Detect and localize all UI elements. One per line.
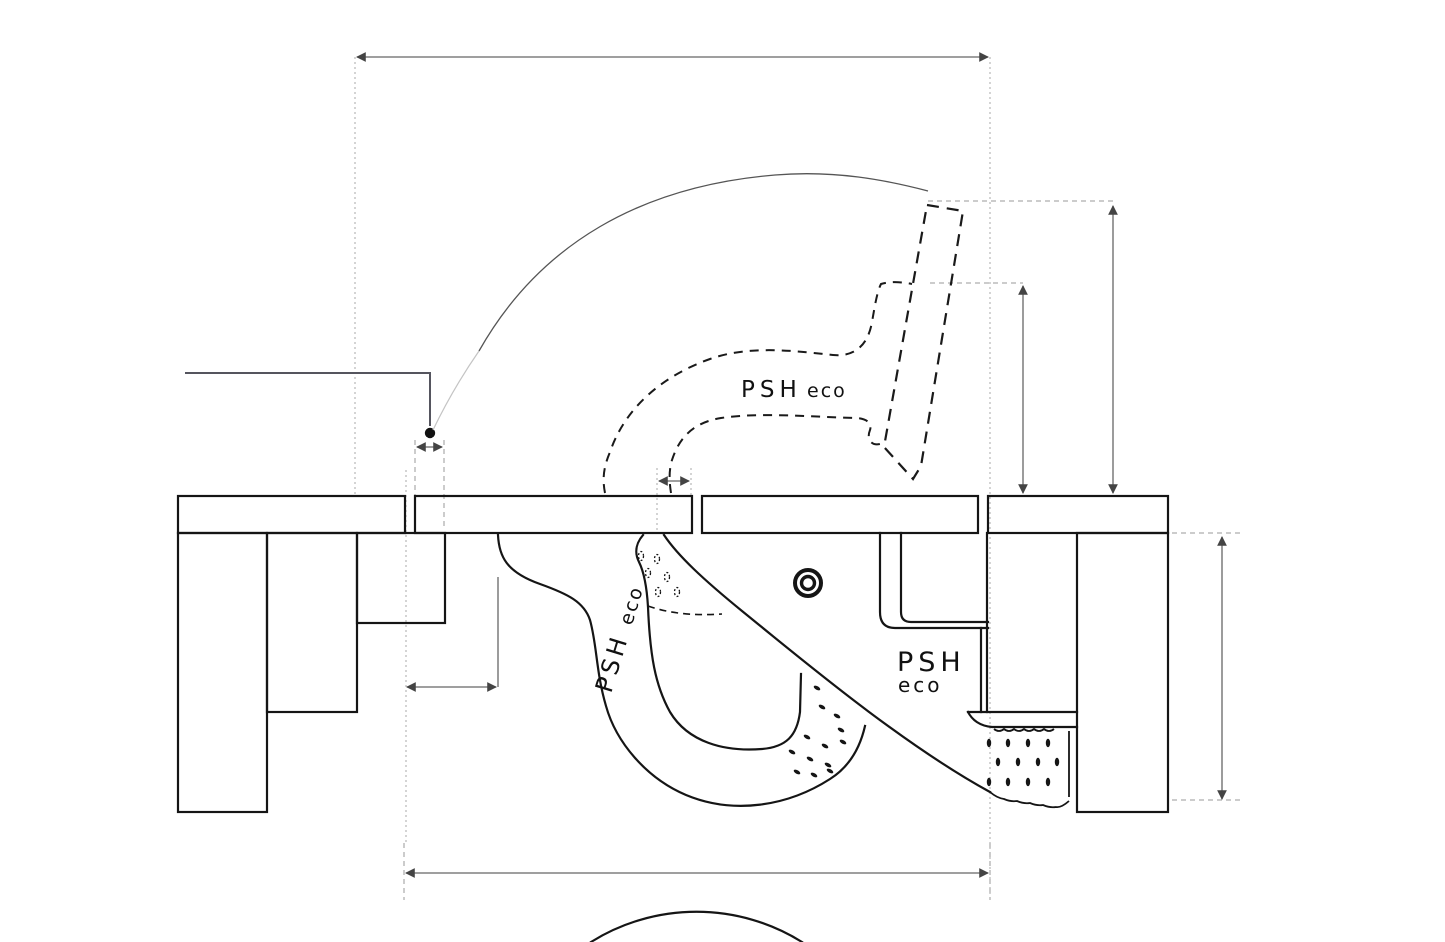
profile-bar-d [986,494,1170,535]
handle-open-dashed [602,203,965,494]
handle-diagonal-edge [662,533,992,794]
handle-wavy-contact-edge [993,727,1055,732]
datum-and-pivot [185,372,436,439]
handle-inner-dashed-curve [647,605,723,616]
latch-lip [966,710,1079,729]
dimension-lines [356,52,1227,878]
brand-eco-plate: eco [898,673,943,697]
dimension-grip-offset [406,577,499,692]
brand-text-plate: PSH eco [897,647,966,697]
open-lever-outline [882,203,965,481]
swing-arc-faint [432,350,480,431]
swing-arc [432,173,929,431]
pivot-point [424,427,436,439]
open-arm-outer-edge [602,281,913,494]
profile-bar-c [700,494,980,535]
brand-eco-upper: eco [807,380,847,402]
extension-lines [354,57,1240,900]
profile-bar-b [413,494,694,535]
handle-closed [496,533,1070,809]
datum-line [185,372,431,426]
brand-psh-grip: PSH [590,630,634,695]
grip-texture-right-patch [986,738,1060,787]
open-arm-inner-edge [668,414,881,494]
handle-grip-outer-edge [496,533,867,807]
spindle-circle [793,568,823,598]
brand-psh-plate: PSH [897,647,966,678]
spindle-outer-ring [793,568,823,598]
profile-bar-a [176,494,407,535]
keeper-bracket-inner [899,531,990,624]
perforation-dotted-ovals [637,550,681,598]
brand-text-open-handle: PSH eco [741,377,847,403]
brand-psh-upper: PSH [741,377,802,403]
left-block-tall [176,531,269,814]
handle-wavy-end-edge [989,791,1070,809]
swing-arc-main [478,173,929,352]
bottom-arc [589,910,804,942]
profile-sections [176,494,1170,814]
left-block-middle [265,531,359,714]
latch-lip-bottom [966,710,1079,729]
grip-texture-left-patch [788,685,847,778]
brand-eco-grip: eco [616,583,649,627]
spindle-inner-ring [799,574,817,592]
brand-text-grip: PSH eco [590,583,649,696]
left-block-step [355,531,447,625]
right-block [1075,531,1170,814]
handle-grip-inner-edge [635,533,803,751]
keeper-bracket-outer [878,531,990,630]
